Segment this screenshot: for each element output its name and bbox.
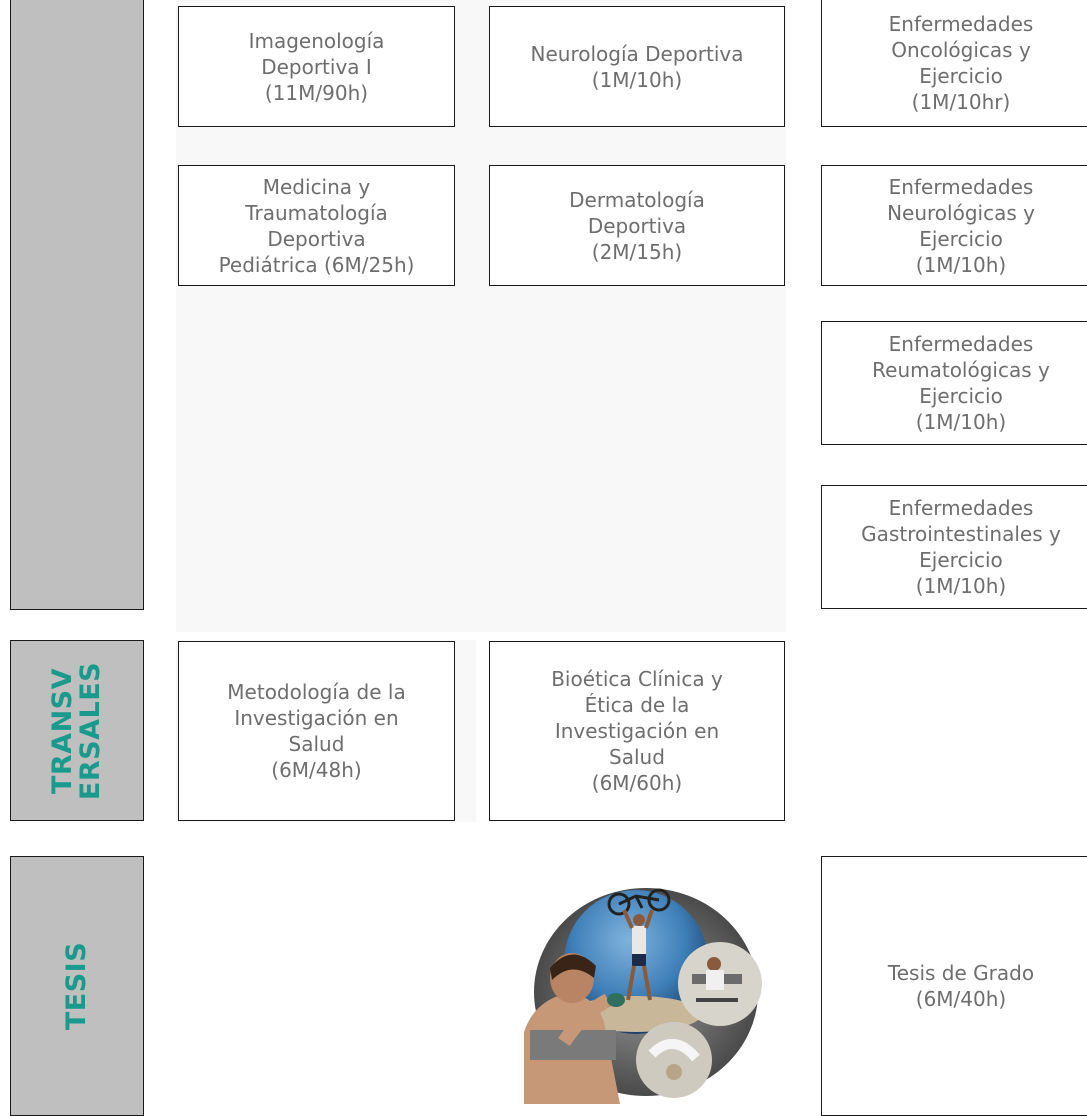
course-neurologia-text: Neurología Deportiva (1M/10h) bbox=[530, 41, 744, 92]
course-enfermedades-neurologicas: Enfermedades Neurológicas y Ejercicio (1… bbox=[821, 165, 1087, 286]
course-tesis-text: Tesis de Grado (6M/40h) bbox=[887, 961, 1035, 1011]
thesis-section-bar: TESIS bbox=[10, 856, 144, 1116]
course-metodologia: Metodología de la Investigación en Salud… bbox=[178, 641, 455, 821]
course-oncologicas-text: Enfermedades Oncológicas y Ejercicio (1M… bbox=[888, 11, 1034, 114]
course-reumatologicas-text: Enfermedades Reumatológicas y Ejercicio … bbox=[872, 332, 1050, 434]
course-neurologia-deportiva: Neurología Deportiva (1M/10h) bbox=[489, 6, 785, 127]
transversal-section-bar: TRANSV ERSALES bbox=[10, 640, 144, 821]
course-metodologia-text: Metodología de la Investigación en Salud… bbox=[227, 680, 406, 782]
course-dermatologia-text: Dermatología Deportiva (2M/15h) bbox=[569, 187, 705, 264]
course-imagenologia-text: Imagenología Deportiva I (11M/90h) bbox=[248, 28, 385, 105]
course-pediatrica: Medicina y Traumatología Deportiva Pediá… bbox=[178, 165, 455, 286]
course-enfermedades-oncologicas: Enfermedades Oncológicas y Ejercicio (1M… bbox=[821, 0, 1087, 127]
transversal-section-label: TRANSV ERSALES bbox=[47, 661, 106, 800]
course-tesis-de-grado: Tesis de Grado (6M/40h) bbox=[821, 856, 1087, 1116]
thesis-section-label: TESIS bbox=[61, 941, 92, 1031]
course-dermatologia: Dermatología Deportiva (2M/15h) bbox=[489, 165, 785, 286]
course-gastrointestinales-text: Enfermedades Gastrointestinales y Ejerci… bbox=[861, 496, 1061, 598]
course-enfermedades-reumatologicas: Enfermedades Reumatológicas y Ejercicio … bbox=[821, 321, 1087, 445]
course-pediatrica-text: Medicina y Traumatología Deportiva Pediá… bbox=[218, 174, 415, 277]
course-neurologicas-text: Enfermedades Neurológicas y Ejercicio (1… bbox=[887, 174, 1035, 277]
course-imagenologia: Imagenología Deportiva I (11M/90h) bbox=[178, 6, 455, 127]
course-bioetica: Bioética Clínica y Ética de la Investiga… bbox=[489, 641, 785, 821]
course-bioetica-text: Bioética Clínica y Ética de la Investiga… bbox=[551, 667, 723, 795]
course-enfermedades-gastrointestinales: Enfermedades Gastrointestinales y Ejerci… bbox=[821, 485, 1087, 609]
specialty-section-bar bbox=[10, 0, 144, 610]
sports-medicine-collage-image bbox=[524, 888, 762, 1104]
